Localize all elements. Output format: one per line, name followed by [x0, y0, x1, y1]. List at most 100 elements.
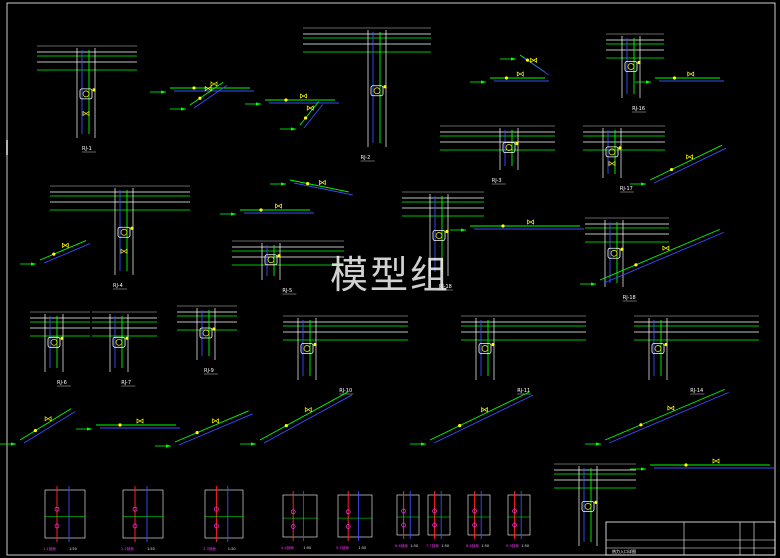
heat-meter-symbol — [651, 342, 668, 354]
flow-arrow — [580, 282, 596, 286]
sheet-frame — [6, 2, 776, 556]
detail-isometric — [20, 240, 91, 266]
detail-label: RJ-6 — [57, 380, 67, 386]
detail-plan: RJ-7 — [92, 311, 157, 387]
drawing-name: 热力入口详图 — [612, 548, 636, 554]
pipe-blue — [293, 182, 353, 196]
detail-isometric — [0, 408, 76, 446]
valve-symbol — [136, 418, 144, 424]
detail-label: RJ-4 — [113, 283, 123, 289]
sheet-border — [6, 2, 776, 556]
section-outline — [467, 494, 491, 536]
valve-symbol — [530, 57, 537, 63]
heat-meter-symbol — [432, 229, 449, 241]
heat-meter-symbol — [47, 336, 64, 348]
valve-symbol — [82, 110, 90, 117]
section-scale: 1:50 — [521, 544, 529, 548]
detail-label: RJ-2 — [361, 155, 371, 161]
detail-label: RJ-14 — [690, 388, 703, 394]
valve-symbol — [210, 81, 218, 87]
flow-arrow — [245, 102, 261, 106]
flow-arrow — [270, 182, 286, 186]
detail-plan: RJ-1 — [37, 45, 137, 153]
flow-arrow — [630, 467, 646, 471]
valve-symbol — [212, 418, 219, 424]
title-block: 热力入口详图 — [605, 521, 776, 556]
detail-label: RJ-16 — [632, 106, 645, 112]
valve-symbol — [44, 416, 52, 422]
detail-isometric — [220, 203, 314, 216]
flow-arrow — [630, 182, 646, 186]
detail-label: RJ-10 — [339, 388, 352, 394]
heat-meter-symbol — [607, 247, 624, 259]
pipe-blue — [303, 104, 324, 129]
heat-meter-symbol — [79, 88, 96, 100]
detail-plan: RJ-10 — [283, 315, 408, 395]
detail-plan: RJ-11 — [461, 315, 586, 395]
flow-arrow — [470, 80, 486, 84]
heat-meter-symbol — [581, 500, 598, 512]
heat-meter-symbol — [199, 327, 216, 339]
pipe-line — [174, 410, 249, 443]
section-label: 6-6剖面 — [395, 543, 408, 548]
detail-isometric — [500, 54, 550, 76]
section-outline — [396, 494, 420, 536]
pipe-blue — [603, 231, 724, 284]
valve-symbol — [687, 71, 695, 77]
pipe-line — [429, 391, 530, 441]
section-outline — [427, 494, 451, 536]
detail-label: RJ-5 — [282, 288, 292, 294]
section-outline — [507, 494, 531, 536]
pipe-blue — [608, 391, 729, 444]
section-scale: 1:50 — [410, 544, 418, 548]
pipe-blue — [178, 413, 253, 446]
section-scale: 1:50 — [303, 546, 311, 550]
flow-arrow — [280, 127, 296, 131]
detail-isometric — [240, 391, 352, 446]
valve-symbol — [300, 93, 307, 99]
valve-symbol — [204, 85, 212, 92]
title-block-frame — [605, 521, 776, 556]
detail-isometric — [585, 388, 729, 446]
pipe-line — [259, 391, 348, 441]
detail-label: RJ-11 — [517, 388, 530, 394]
heat-meter-symbol — [300, 342, 317, 354]
detail-label: RJ-18 — [439, 284, 452, 290]
detail-isometric — [270, 179, 353, 196]
flow-arrow — [0, 442, 16, 446]
section-outline — [122, 489, 164, 539]
section-outline — [44, 489, 86, 539]
flow-arrow — [240, 442, 256, 446]
section-scale: 1:50 — [481, 544, 489, 548]
valve-symbol — [304, 406, 312, 413]
valve-symbol — [275, 203, 282, 209]
heat-meter-symbol — [502, 141, 519, 153]
detail-isometric — [245, 93, 339, 106]
section-label: 4-4剖面 — [281, 545, 294, 550]
detail-isometric — [76, 418, 180, 431]
flow-arrow — [150, 90, 166, 94]
heat-meter-symbol — [112, 336, 129, 348]
detail-plan: RJ-14 — [634, 315, 759, 395]
detail-plan: RJ-9 — [177, 305, 237, 375]
detail-label: RJ-18 — [623, 295, 636, 301]
detail-plan: RJ-18 — [585, 217, 669, 302]
heat-meter-symbol — [117, 226, 134, 238]
pipe-line — [289, 179, 349, 193]
detail-plan: RJ-4 — [50, 185, 190, 290]
valve-symbol — [318, 179, 326, 186]
detail-label: RJ-17 — [620, 186, 633, 192]
section-scale: 1:50 — [358, 546, 366, 550]
pipe-blue — [193, 85, 228, 109]
flow-arrow — [76, 427, 92, 431]
section-outline — [337, 494, 373, 538]
valve-symbol — [686, 154, 693, 160]
valve-symbol — [516, 71, 524, 77]
flow-arrow — [585, 442, 601, 446]
detail-label: RJ-9 — [204, 368, 214, 374]
